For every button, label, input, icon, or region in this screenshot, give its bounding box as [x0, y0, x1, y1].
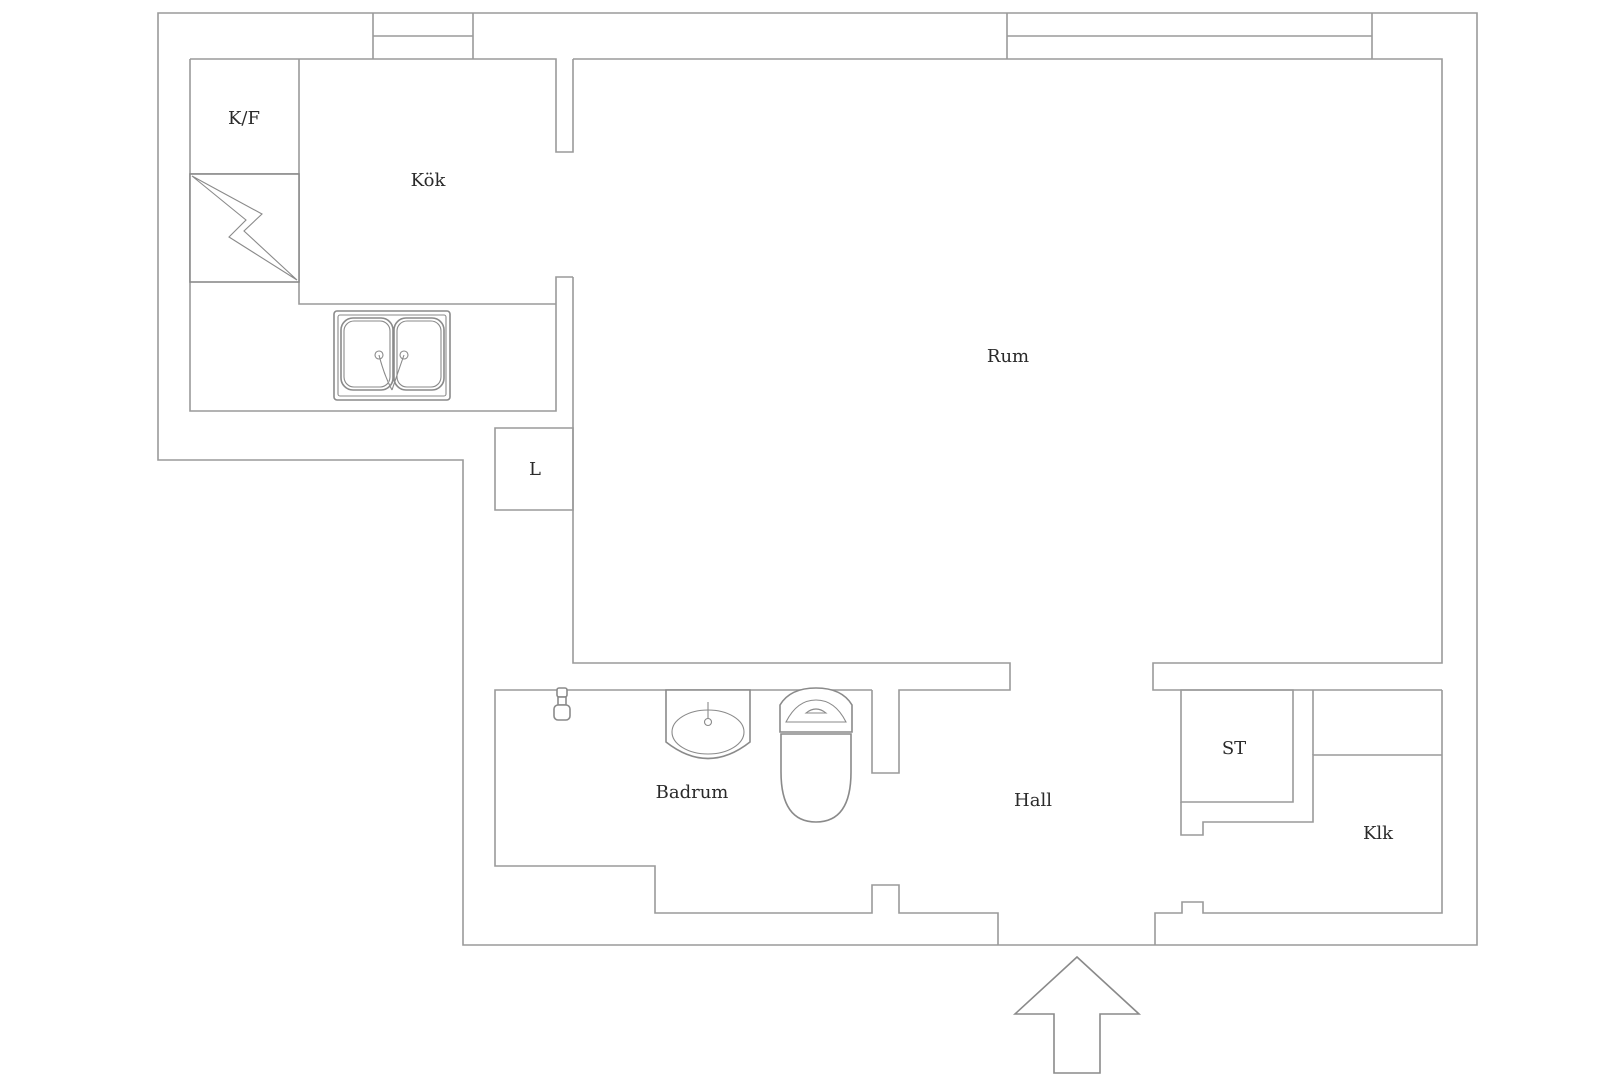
window-right: [1006, 13, 1373, 59]
room-label-kf: K/F: [228, 108, 260, 129]
st-closet: [1180, 689, 1294, 803]
stove-icon: [189, 173, 300, 283]
room-label-hall: Hall: [1014, 790, 1052, 811]
badrum-wall: [494, 689, 999, 945]
st-lower-wall: [1180, 754, 1442, 836]
kitchen-lower-wall: [189, 59, 573, 412]
room-label-badrum: Badrum: [656, 782, 729, 803]
hall-right-wall: [1154, 690, 1443, 945]
window-left: [372, 13, 474, 59]
entrance-arrow-icon: [1012, 955, 1142, 1074]
washbasin-icon: [665, 689, 751, 760]
room-label-rum: Rum: [987, 346, 1029, 367]
room-label-klk: Klk: [1363, 823, 1394, 844]
kitchen-counter: [298, 59, 556, 305]
toilet-icon: [779, 687, 853, 823]
room-label-kok: Kök: [411, 170, 447, 191]
rum-wall: [573, 58, 1443, 691]
outer-wall: [157, 12, 1478, 946]
l-closet: [494, 427, 574, 511]
kitchen-wall: [190, 58, 574, 153]
sink-icon: [333, 310, 451, 401]
room-label-l: L: [529, 459, 541, 480]
room-label-st: ST: [1222, 738, 1246, 759]
rum-left-wall: [572, 277, 1011, 774]
faucet-icon: [553, 687, 571, 721]
